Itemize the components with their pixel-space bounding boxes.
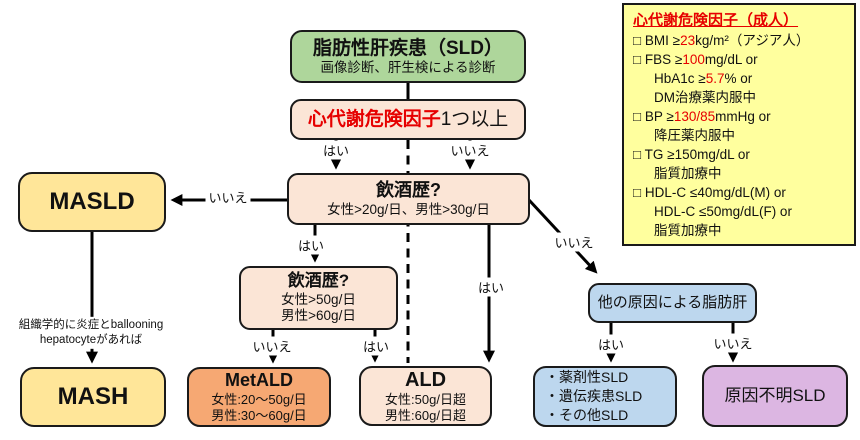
alcohol1-title: 飲酒歴? xyxy=(376,179,441,200)
edge-label-yes-to-ald-long: はい xyxy=(474,277,508,297)
risk-factor-panel: 心代謝危険因子（成人） □ BMI ≥23kg/m²（アジア人） □ FBS ≥… xyxy=(622,3,856,246)
risk-item-hdl-m: □ HDL-C ≤40mg/dL(M) or xyxy=(633,185,786,200)
sld-title: 脂肪性肝疾患（SLD） xyxy=(312,37,503,59)
edge-label-no-to-metald: いいえ xyxy=(249,336,295,356)
risk-item-bp: □ BP ≥130/85mmHg or xyxy=(633,109,771,124)
secondary-sld-item: ・その他SLD xyxy=(545,407,629,423)
sld-subtitle: 画像診断、肝生検による診断 xyxy=(320,59,496,75)
unknown-sld-box: 原因不明SLD xyxy=(702,365,848,427)
secondary-sld-item: ・遺伝疾患SLD xyxy=(545,388,643,404)
ald-line1: 女性:50g/日超 xyxy=(385,392,466,408)
alcohol2-title: 飲酒歴? xyxy=(287,271,350,291)
risk-item-hba1c: HbA1c ≥5.7% or xyxy=(654,71,753,86)
edge-label-yes-to-secondary: はい xyxy=(594,334,628,354)
ald-title: ALD xyxy=(404,368,447,391)
mash-box: MASH xyxy=(20,367,166,427)
edge-label-no-risk-right: いいえ xyxy=(447,140,493,160)
secondary-sld-box: ・薬剤性SLD ・遺伝疾患SLD ・その他SLD xyxy=(533,366,677,427)
edge-label-no-to-masld: いいえ xyxy=(205,187,251,207)
edge-label-yes-to-ald: はい xyxy=(359,336,393,356)
risk-panel-title: 心代謝危険因子（成人） xyxy=(633,12,799,29)
other-cause-title: 他の原因による脂肪肝 xyxy=(597,293,748,311)
secondary-sld-item: ・薬剤性SLD xyxy=(545,369,629,385)
edge-label-no-to-othercause: いいえ xyxy=(551,232,597,252)
masld-box: MASLD xyxy=(18,172,166,232)
cardiometabolic-title: 心代謝危険因子1つ以上 xyxy=(307,109,509,130)
edge-label-yes-to-alcohol2: はい xyxy=(294,235,328,255)
risk-item-hdl-f: HDL-C ≤50mg/dL(F) or xyxy=(654,204,792,219)
unknown-sld-title: 原因不明SLD xyxy=(724,385,826,405)
metald-line1: 女性:20〜50g/日 xyxy=(211,392,307,408)
other-cause-box: 他の原因による脂肪肝 xyxy=(588,283,757,323)
risk-item-tg: □ TG ≥150mg/dL or xyxy=(633,147,750,162)
sld-box: 脂肪性肝疾患（SLD） 画像診断、肝生検による診断 xyxy=(290,30,526,83)
risk-item-bmi: □ BMI ≥23kg/m²（アジア人） xyxy=(633,33,810,48)
mash-title: MASH xyxy=(57,383,129,411)
risk-item-fbs: □ FBS ≥100mg/dL or xyxy=(633,52,758,67)
edge-label-no-to-unknown: いいえ xyxy=(710,333,756,353)
alcohol1-detail: 女性>20g/日、男性>30g/日 xyxy=(327,201,490,217)
edge-label-yes-risk-left: はい xyxy=(319,140,353,160)
alcohol-history-box-1: 飲酒歴? 女性>20g/日、男性>30g/日 xyxy=(287,173,530,225)
risk-item-lipid-tx-1: 脂質加療中 xyxy=(654,166,722,181)
masld-title: MASLD xyxy=(49,188,135,216)
ald-box: ALD 女性:50g/日超 男性:60g/日超 xyxy=(359,366,492,426)
risk-item-lipid-tx-2: 脂質加療中 xyxy=(654,223,722,238)
alcohol2-line2: 男性>60g/日 xyxy=(281,308,356,324)
metald-title: MetALD xyxy=(225,370,293,391)
ald-line2: 男性:60g/日超 xyxy=(385,408,466,424)
cardiometabolic-box: 心代謝危険因子1つ以上 xyxy=(290,99,526,140)
risk-item-dm: DM治療薬内服中 xyxy=(654,90,756,105)
risk-item-antihypertensive: 降圧薬内服中 xyxy=(654,128,735,143)
alcohol-history-box-2: 飲酒歴? 女性>50g/日 男性>60g/日 xyxy=(239,266,398,330)
metald-box: MetALD 女性:20〜50g/日 男性:30〜60g/日 xyxy=(187,367,331,427)
alcohol2-line1: 女性>50g/日 xyxy=(281,291,356,307)
metald-line2: 男性:30〜60g/日 xyxy=(211,407,307,423)
mash-note: 組織学的に炎症とballooning hepatocyteがあれば xyxy=(16,316,166,350)
